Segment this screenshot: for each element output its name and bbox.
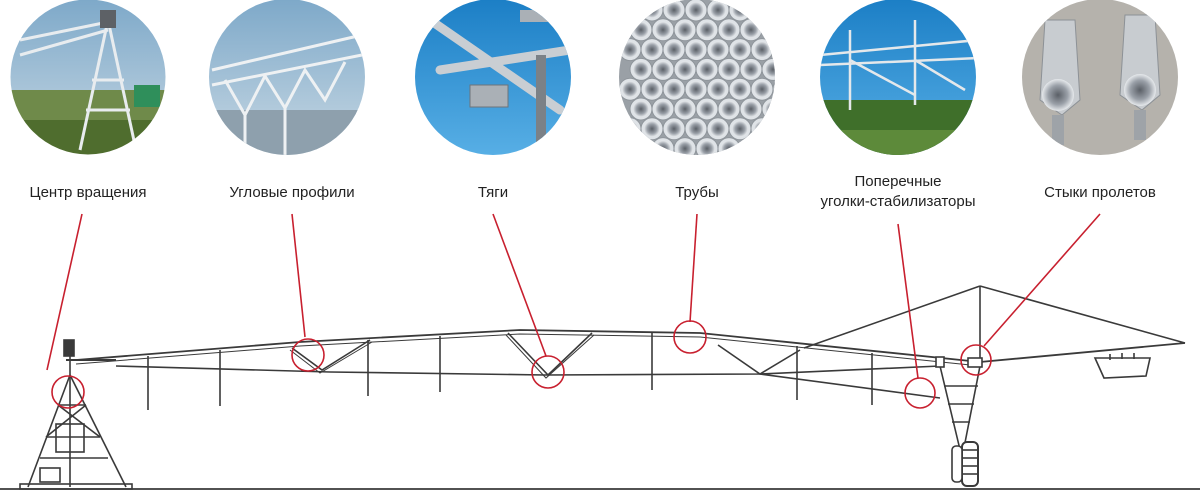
highlight-pivot [51, 375, 85, 409]
pointer-angles [291, 213, 306, 338]
label-pipes: Трубы [675, 184, 719, 201]
label-angle-profiles: Угловые профили [229, 184, 354, 201]
lower-rod [115, 365, 941, 376]
label-rods: Тяги [478, 184, 508, 201]
pointer-pivot [46, 213, 83, 371]
label-pivot-center: Центр вращения [29, 184, 146, 201]
photo-rods [415, 0, 571, 155]
photo-pivot-center [10, 0, 166, 155]
highlight-angles [291, 338, 325, 372]
photo-angle-profiles [209, 0, 365, 155]
pointer-rods [492, 213, 547, 357]
pointer-pipes [689, 213, 698, 323]
pointers [46, 213, 1101, 409]
pointer-joints [983, 213, 1101, 347]
label-cross-braces-line1: Поперечные [855, 173, 942, 190]
label-span-joints: Стыки пролетов [1044, 184, 1156, 201]
highlight-pipes [673, 320, 707, 354]
span-verticals [147, 333, 873, 410]
pivot-tower [19, 339, 133, 490]
highlight-rods [531, 355, 565, 389]
label-cross-braces-line2: уголки-стабилизаторы [820, 193, 975, 210]
pointer-braces [897, 223, 919, 379]
photo-span-joints [1022, 0, 1178, 155]
highlight-braces [904, 377, 936, 409]
irrigation-machine-drawing [0, 285, 1200, 490]
photo-pipes [619, 0, 775, 155]
highlight-joints [960, 344, 992, 376]
photo-cross-braces [820, 0, 976, 155]
main-pipe [75, 329, 1186, 363]
drive-tower [935, 356, 983, 487]
